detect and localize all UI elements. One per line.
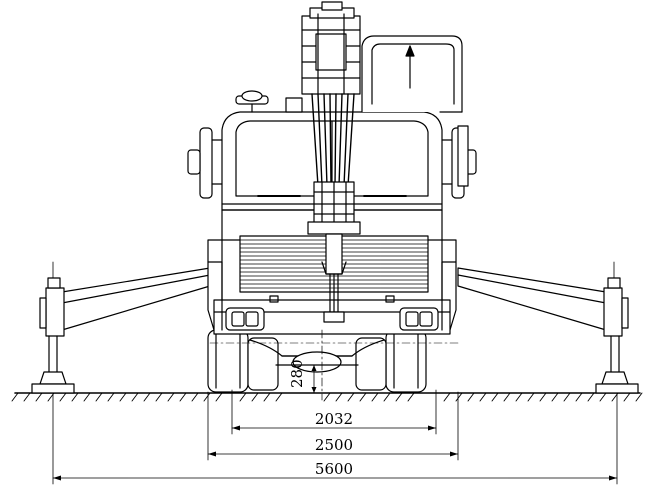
chassis-body bbox=[207, 209, 457, 335]
dim-ground-clearance: 280 bbox=[288, 359, 306, 388]
roof-light bbox=[235, 90, 303, 113]
crane-boom bbox=[301, 1, 361, 323]
operator-cabin bbox=[361, 35, 469, 187]
dim-overall-width: 2500 bbox=[315, 436, 353, 454]
wheels bbox=[207, 329, 427, 393]
dimension-lines bbox=[52, 364, 618, 485]
ground-line bbox=[11, 392, 643, 402]
left-outrigger bbox=[31, 261, 211, 394]
dim-outrigger-span: 5600 bbox=[315, 460, 353, 478]
dim-track-width: 2032 bbox=[315, 410, 353, 428]
right-outrigger bbox=[457, 261, 639, 394]
